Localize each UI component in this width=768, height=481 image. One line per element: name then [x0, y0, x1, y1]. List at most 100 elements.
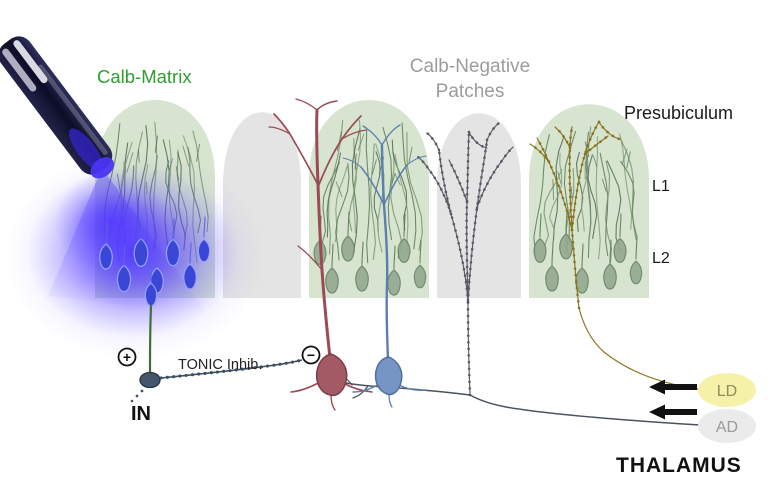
optic-fiber: [0, 36, 114, 179]
axon-branch: [426, 132, 440, 151]
neurite: [581, 243, 584, 268]
ld-axon-arbor: [528, 120, 699, 390]
neurite: [347, 211, 350, 236]
neurite: [203, 216, 206, 238]
dendrite-twig: [592, 155, 598, 168]
blue-branch: [342, 157, 362, 168]
interneuron-process-dot: [130, 399, 134, 403]
fiber-highlight: [38, 64, 108, 155]
dendrite: [543, 168, 563, 247]
axon-boutons: [416, 155, 453, 216]
axon-boutons: [466, 300, 472, 397]
dendrite: [334, 166, 348, 243]
interneuron-soma: [139, 371, 161, 389]
axon-boutons: [597, 120, 621, 141]
ad-label: AD: [716, 419, 738, 436]
red-soma: [315, 353, 348, 397]
blue-basal-dendrite: [398, 384, 426, 391]
dendrite-twig: [357, 133, 365, 151]
neuron-soma: [197, 238, 211, 263]
axon-boutons: [528, 142, 551, 164]
axon-branch: [578, 307, 699, 390]
axon-boutons: [485, 121, 501, 142]
pyramidal-neuron-blue: [342, 124, 427, 408]
neurite: [539, 213, 542, 238]
neuron-soma: [413, 264, 427, 289]
fiber-inner-glow: [69, 128, 104, 172]
ad-nucleus: [698, 409, 756, 443]
inhibitory-sign: −: [307, 347, 315, 363]
red-axon: [330, 394, 336, 411]
red-branch: [316, 100, 338, 111]
axon-boutons: [467, 130, 489, 150]
matrix-neurons-2: [313, 119, 427, 296]
neurite: [331, 243, 334, 268]
dendrite: [406, 131, 423, 251]
dendrite: [365, 129, 371, 264]
fiber-tip-glow: [90, 157, 114, 179]
red-branch: [295, 98, 318, 111]
red-branch: [268, 126, 291, 135]
presubiculum-label: Presubiculum: [624, 103, 733, 123]
neuron-soma: [144, 282, 158, 307]
dendrite: [335, 163, 350, 261]
dendrite: [326, 152, 342, 238]
dendrite: [599, 152, 609, 257]
tonic-inhibition-label: TONIC Inhib.: [178, 357, 262, 373]
neurite: [619, 213, 622, 238]
ld-nucleus: [698, 373, 756, 407]
neurite: [635, 235, 638, 260]
axon-boutons: [553, 125, 572, 150]
neurite: [123, 244, 126, 266]
interneuron-process-dot: [140, 389, 144, 393]
input-arrow-ad: [649, 404, 697, 420]
fiber-core-2: [2, 48, 37, 92]
dendrite: [382, 126, 393, 241]
in-axon-boutons: [159, 358, 304, 380]
blue-branch: [381, 124, 401, 146]
blue-soma: [374, 356, 403, 396]
axon-boutons: [570, 228, 581, 310]
red-basal-dendrite: [290, 381, 321, 393]
axon-branch: [467, 301, 471, 396]
thalamic-nuclei: [649, 373, 756, 443]
dendrite-twig: [391, 172, 396, 184]
dendrite-twig: [196, 143, 200, 162]
red-branch: [341, 129, 367, 140]
dendrite-twig: [601, 178, 607, 192]
red-branch: [297, 245, 323, 271]
excitatory-sign: +: [123, 349, 131, 365]
dendrite-twig: [354, 153, 357, 170]
dendrite-twig: [335, 181, 343, 198]
dendrite: [575, 151, 584, 232]
dendrite-twig: [557, 171, 562, 184]
blue-branch: [360, 166, 385, 206]
dendrite: [370, 143, 376, 260]
neurite: [105, 222, 108, 244]
pyramidal-neuron-red: [268, 98, 373, 411]
neurite: [150, 260, 153, 282]
dendrite-twig: [371, 159, 377, 175]
neurite: [403, 213, 406, 238]
dendrite-twig: [154, 135, 159, 153]
calb-matrix-label: Calb-Matrix: [97, 66, 192, 87]
dendrite-twig: [408, 146, 413, 163]
neurite: [156, 246, 159, 268]
axon-boutons: [583, 134, 610, 156]
calb-negative-label-line2: Patches: [436, 81, 505, 102]
ld-label: LD: [717, 383, 737, 400]
dendrite: [373, 151, 381, 232]
dendrite-twig: [552, 178, 554, 200]
neurite: [361, 241, 364, 266]
excitatory-sign-circle: [117, 347, 137, 367]
axon-boutons: [437, 148, 470, 304]
blue-axon: [388, 394, 393, 408]
dendrite: [352, 119, 362, 234]
dendrite: [606, 160, 622, 252]
dendrite-twig: [570, 186, 573, 200]
light-activated-somas: [99, 216, 211, 307]
axon-boutons: [447, 158, 469, 204]
layer1-label: L1: [652, 178, 670, 195]
